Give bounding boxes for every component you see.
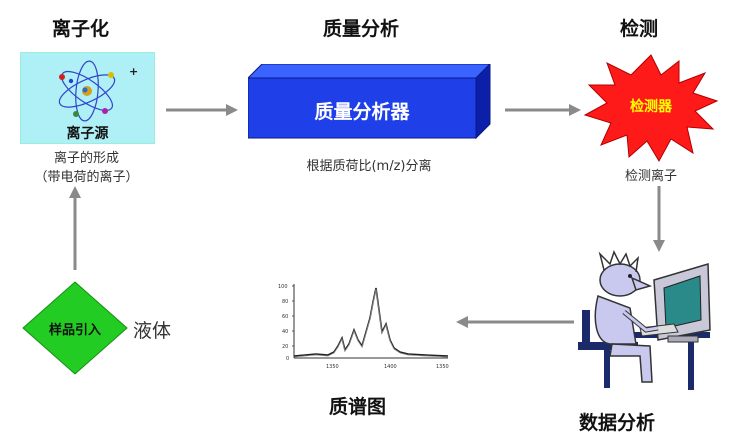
ion-source-caption-2: （带电荷的离子）	[34, 170, 139, 185]
arrow-to-data-analysis	[653, 186, 665, 252]
mass-spectrum-plot: 100 80 60 40 20 0 1350 1400 1350	[278, 284, 449, 370]
sample-introduction-label: 样品引入	[48, 323, 101, 338]
x-tick-3: 1350	[436, 364, 449, 370]
data-analysis-title: 数据分析	[579, 412, 656, 434]
x-tick-1: 1350	[326, 364, 339, 370]
sample-introduction-diamond	[22, 281, 128, 375]
y-tick-60: 60	[282, 314, 288, 320]
ionization-title: 离子化	[52, 18, 110, 40]
y-tick-100: 100	[278, 284, 288, 290]
ion-source-caption-1: 离子的形成	[53, 151, 119, 166]
detector-caption: 检测离子	[624, 169, 677, 184]
y-tick-0: 0	[286, 356, 289, 362]
arrow-to-detector	[505, 104, 581, 116]
mass-analysis-title: 质量分析	[323, 18, 400, 40]
detection-title: 检测	[620, 18, 659, 40]
spectrum-title: 质谱图	[329, 396, 387, 418]
detector-starburst	[583, 54, 719, 163]
ion-source-label: 离子源	[66, 126, 109, 142]
ion-source-box: + 离子源	[20, 52, 155, 144]
atom-icon: +	[58, 60, 138, 122]
y-tick-80: 80	[282, 299, 288, 305]
liquid-label: 液体	[133, 320, 172, 342]
y-tick-40: 40	[282, 329, 288, 335]
arrow-to-ion-source	[69, 186, 81, 270]
y-tick-20: 20	[282, 344, 288, 350]
arrow-to-spectrum	[456, 316, 574, 328]
mass-analyzer-caption: 根据质荷比(m/z)分离	[306, 159, 432, 174]
x-tick-2: 1400	[384, 364, 397, 370]
svg-text:+: +	[129, 65, 138, 78]
mass-analyzer-box	[248, 64, 491, 140]
arrow-to-analyzer	[166, 104, 238, 116]
person-computer-illustration	[578, 250, 711, 390]
detector-label: 检测器	[630, 99, 672, 115]
mass-analyzer-label: 质量分析器	[314, 101, 410, 123]
